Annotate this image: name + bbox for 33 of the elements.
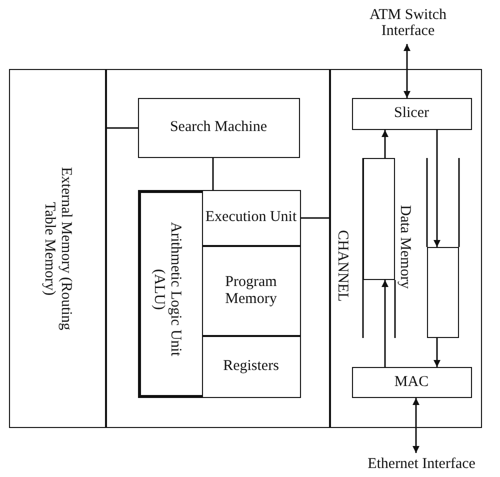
node-label: ATM Switch Interface	[368, 6, 448, 40]
buffer-box	[362, 158, 394, 280]
block-box	[352, 98, 472, 130]
memory-panel	[9, 69, 106, 428]
unit-box	[202, 190, 300, 246]
buffer-box	[426, 246, 458, 338]
node-label: CHANNEL	[334, 230, 350, 302]
node-label: Registers	[223, 358, 279, 375]
node-label: Ethernet Interface	[368, 456, 476, 472]
node-label: Program Memory	[224, 274, 278, 307]
alu-box	[138, 190, 300, 398]
node-label: MAC	[394, 374, 429, 390]
connector-line	[212, 158, 214, 190]
unit-box	[202, 336, 300, 398]
channel-panel	[330, 69, 482, 428]
arrow	[404, 44, 410, 98]
node-label: Slicer	[394, 105, 429, 122]
node-label: Arithmetic Logic Unit (ALU)	[150, 220, 184, 358]
connector-line	[301, 217, 330, 219]
arrow	[434, 338, 440, 367]
arrow	[382, 280, 388, 367]
block-box	[138, 98, 300, 158]
node-label: Search Machine	[170, 119, 268, 136]
connector-line	[106, 127, 138, 129]
unit-box	[202, 246, 300, 336]
memory-label: Data Memory	[397, 205, 412, 289]
buffer-box	[106, 69, 330, 428]
node-label: External Memory (Routing Table Memory)	[41, 166, 74, 332]
arrow	[412, 398, 420, 453]
arrow	[434, 130, 440, 247]
node-label: Execution Unit	[205, 209, 297, 226]
block-box	[352, 366, 472, 398]
arrow	[382, 130, 388, 158]
